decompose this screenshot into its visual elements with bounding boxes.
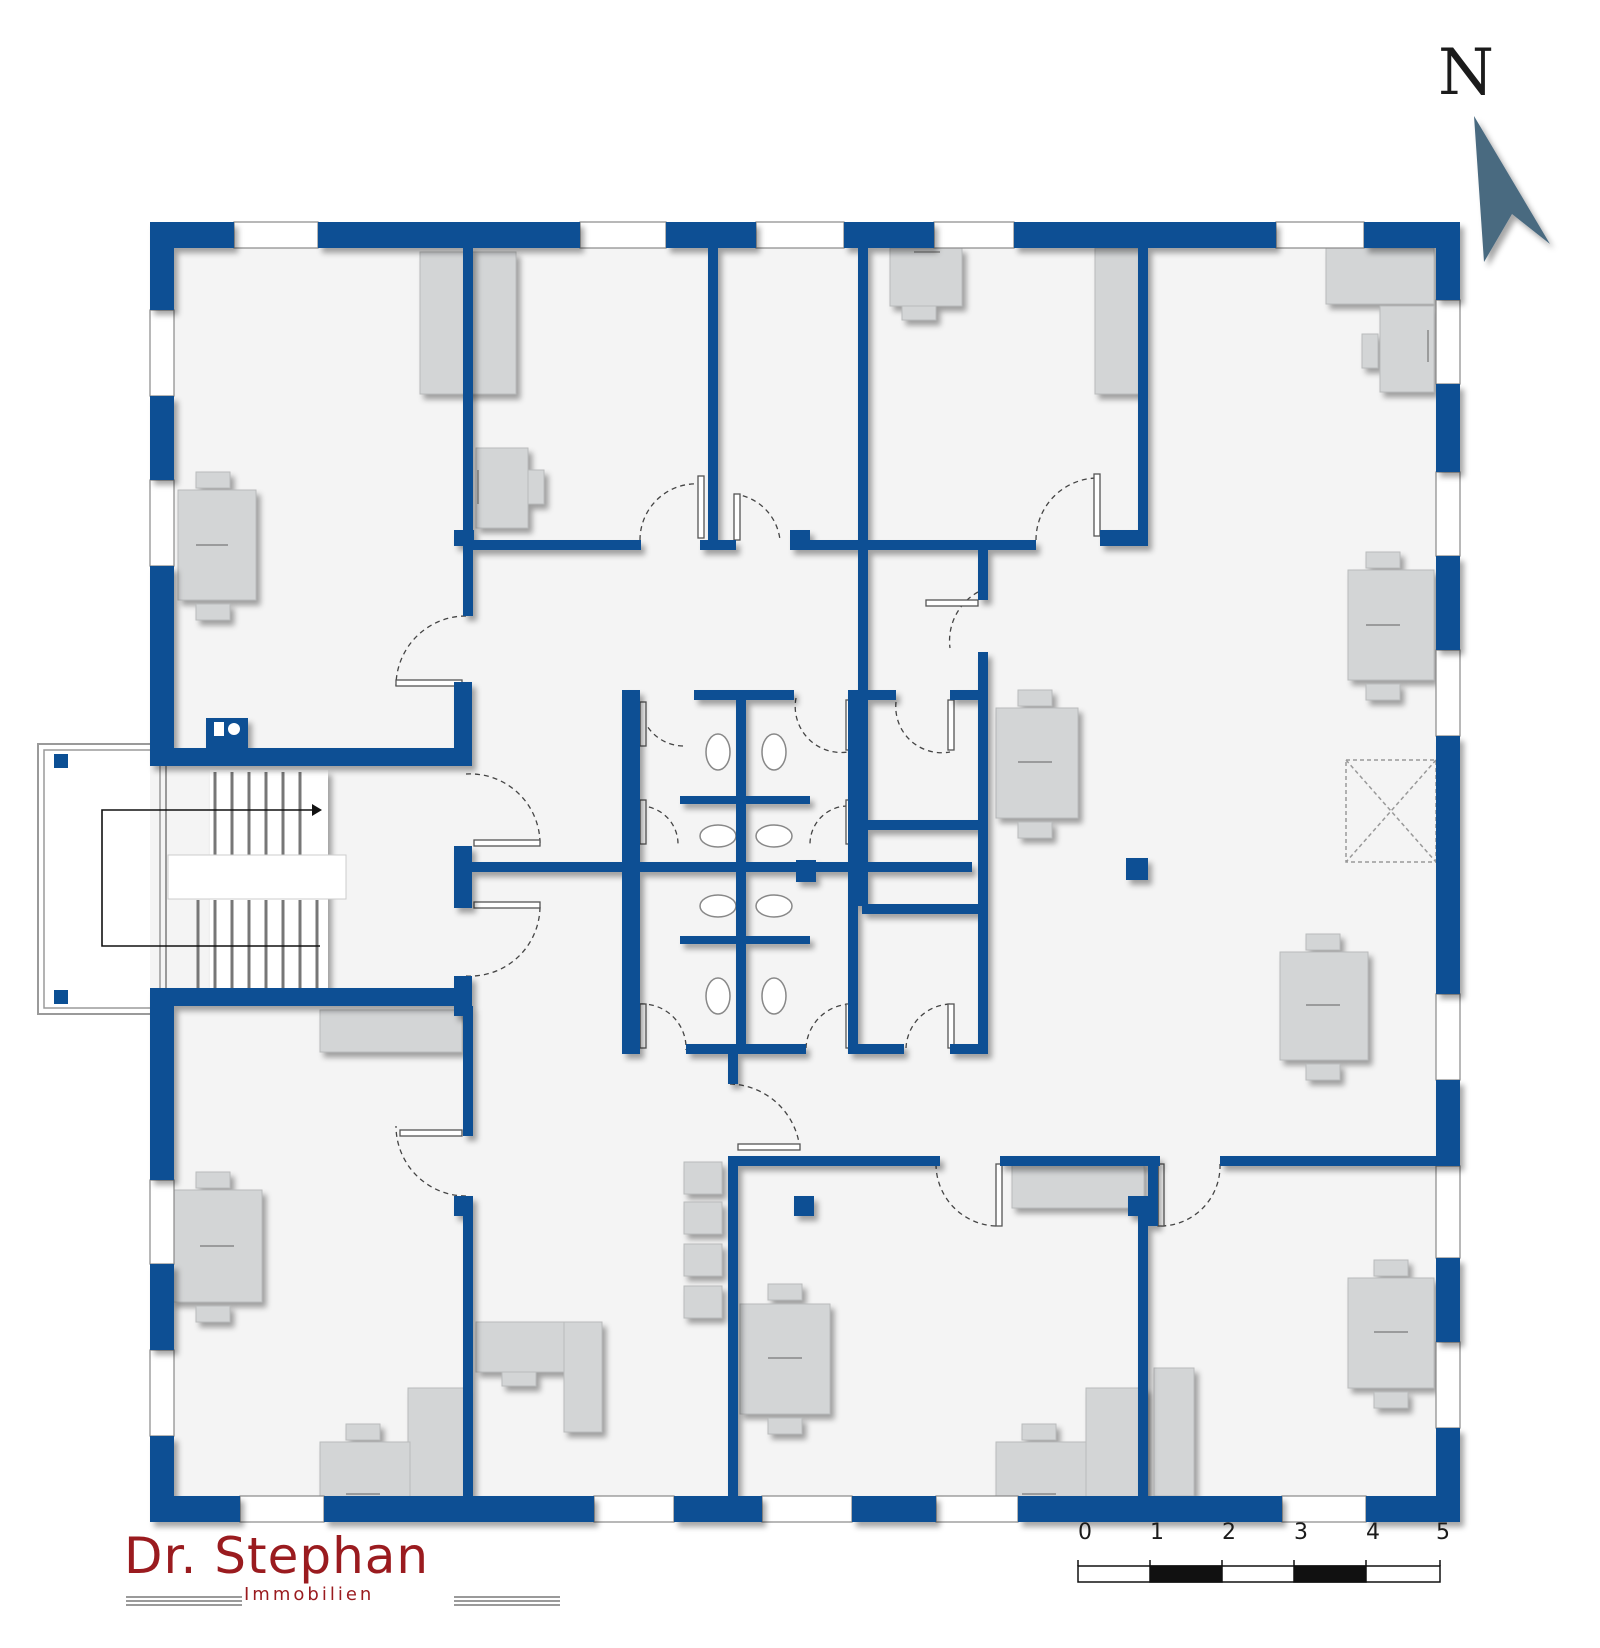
brand-lines [126,1596,560,1606]
staircase [101,770,347,990]
service-outlet [214,722,240,736]
west-landing [37,743,167,1015]
brand-name: Dr. Stephan [124,1527,430,1585]
toilets [699,733,793,1015]
furniture [171,247,1435,1499]
north-arrow-icon [1474,116,1550,262]
walls [150,222,1460,1522]
brand-subtitle: Immobilien [244,1584,375,1605]
door-swings [395,477,1221,1227]
scale-tick-4: 4 [1366,1520,1380,1545]
scale-tick-2: 2 [1222,1520,1236,1545]
scale-tick-1: 1 [1150,1520,1164,1545]
windows [149,221,1461,1523]
desk-lamps [196,251,1429,1495]
brand-logo: Dr. Stephan Immobilien [124,1530,564,1605]
scale-bar [1077,1560,1441,1583]
scale-tick-3: 3 [1294,1520,1308,1545]
scale-tick-5: 5 [1436,1520,1450,1545]
north-label: N [1438,36,1494,110]
scale-tick-0: 0 [1078,1520,1092,1545]
